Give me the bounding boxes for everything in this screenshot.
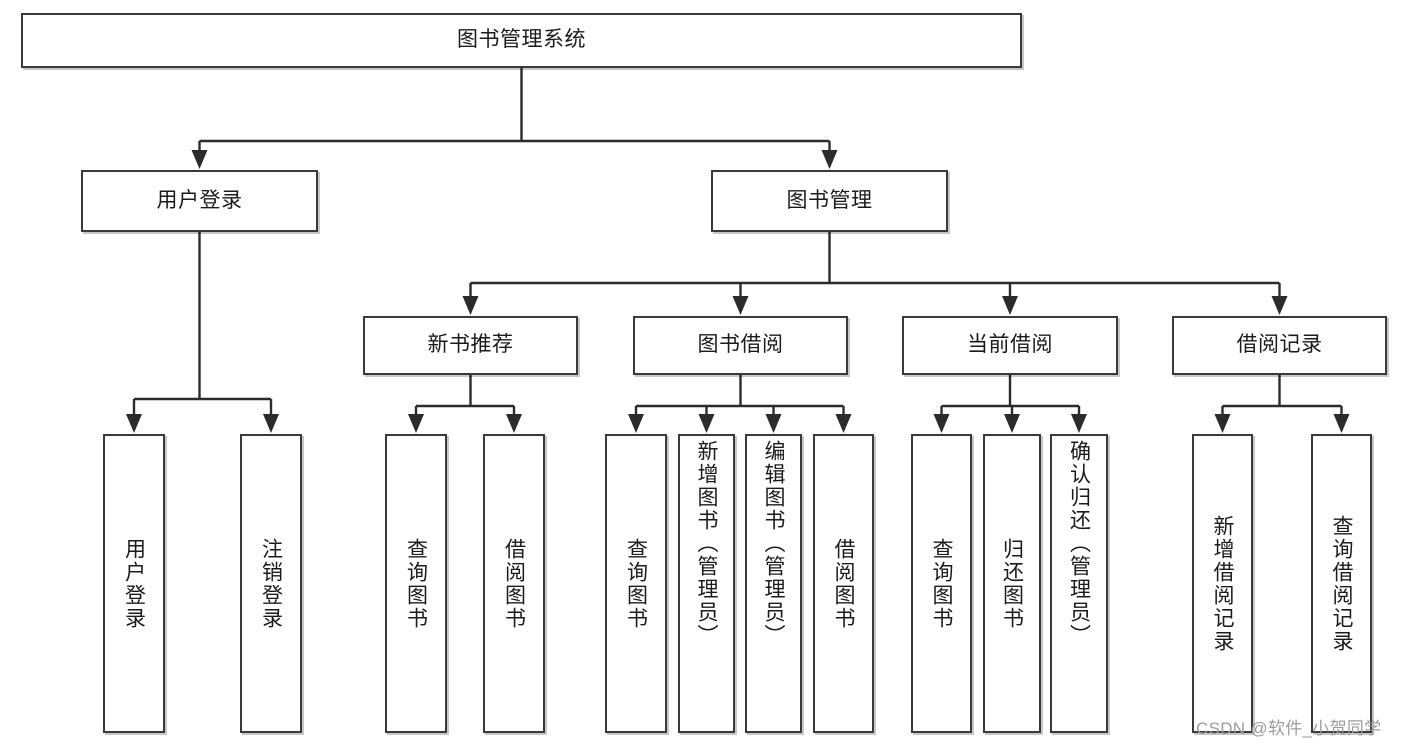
node-label: 编辑图书（管理员）	[762, 440, 785, 647]
watermark: CSDN @软件_小贺同学	[1196, 719, 1382, 738]
arrowhead	[628, 414, 644, 433]
node-current[interactable]: 当前借阅	[902, 316, 1118, 375]
node-login[interactable]: 用户登录	[81, 170, 318, 232]
arrowhead	[1004, 414, 1020, 433]
arrowhead	[126, 414, 142, 433]
node-label: 注销登录	[259, 537, 283, 630]
node-label: 借阅记录	[1236, 333, 1323, 357]
node-label: 借阅图书	[832, 537, 855, 630]
node-leaf-nb-borrow[interactable]: 借阅图书	[483, 434, 545, 733]
arrowhead	[191, 150, 208, 169]
arrowhead	[1333, 414, 1350, 433]
node-leaf-user-logout[interactable]: 注销登录	[240, 434, 302, 733]
arrowhead	[506, 414, 522, 433]
arrowhead	[835, 414, 852, 433]
node-leaf-cur-return[interactable]: 归还图书	[983, 434, 1041, 733]
node-label: 当前借阅	[967, 333, 1053, 357]
node-leaf-bk-query[interactable]: 查询图书	[605, 434, 667, 733]
node-newbook[interactable]: 新书推荐	[363, 316, 578, 375]
node-leaf-bk-add[interactable]: 新增图书（管理员）	[678, 434, 735, 733]
node-label: 查询图书	[404, 537, 428, 630]
node-bookmgmt[interactable]: 图书管理	[711, 170, 948, 232]
node-leaf-cur-query[interactable]: 查询图书	[911, 434, 972, 733]
arrowhead	[698, 414, 715, 433]
node-borrow[interactable]: 图书借阅	[633, 316, 848, 375]
node-label: 用户登录	[122, 537, 146, 630]
node-label: 查询图书	[624, 537, 648, 630]
arrowhead	[732, 296, 749, 315]
node-label: 借阅图书	[502, 537, 526, 630]
node-leaf-cur-confirm[interactable]: 确认归还（管理员）	[1050, 434, 1108, 733]
node-root[interactable]: 图书管理系统	[21, 13, 1022, 68]
arrowhead	[821, 150, 838, 169]
node-leaf-bk-borrow[interactable]: 借阅图书	[813, 434, 874, 733]
arrowhead	[933, 414, 950, 433]
node-leaf-bk-edit[interactable]: 编辑图书（管理员）	[745, 434, 802, 733]
arrowhead	[462, 296, 479, 315]
node-leaf-user-login[interactable]: 用户登录	[103, 434, 165, 733]
node-label: 新增借阅记录	[1211, 514, 1234, 653]
node-label: 图书借阅	[697, 333, 784, 357]
arrowhead	[263, 414, 279, 433]
node-leaf-nb-query[interactable]: 查询图书	[385, 434, 447, 733]
node-label: 归还图书	[1000, 537, 1024, 630]
arrowhead	[1214, 414, 1231, 433]
arrowhead	[1271, 296, 1288, 315]
node-label: 确认归还（管理员）	[1067, 440, 1091, 647]
node-label: 查询图书	[930, 537, 953, 630]
node-records[interactable]: 借阅记录	[1172, 316, 1387, 375]
node-label: 新增图书（管理员）	[695, 440, 718, 647]
arrowhead	[1071, 414, 1087, 433]
node-leaf-rec-query[interactable]: 查询借阅记录	[1311, 434, 1372, 733]
node-leaf-rec-add[interactable]: 新增借阅记录	[1192, 434, 1253, 733]
node-label: 图书管理系统	[457, 28, 586, 52]
arrowhead	[1002, 296, 1018, 315]
node-label: 查询借阅记录	[1330, 514, 1353, 653]
node-label: 图书管理	[786, 188, 873, 212]
arrowhead	[765, 414, 782, 433]
arrowhead	[408, 414, 424, 433]
node-label: 用户登录	[156, 188, 243, 212]
node-label: 新书推荐	[427, 333, 514, 357]
